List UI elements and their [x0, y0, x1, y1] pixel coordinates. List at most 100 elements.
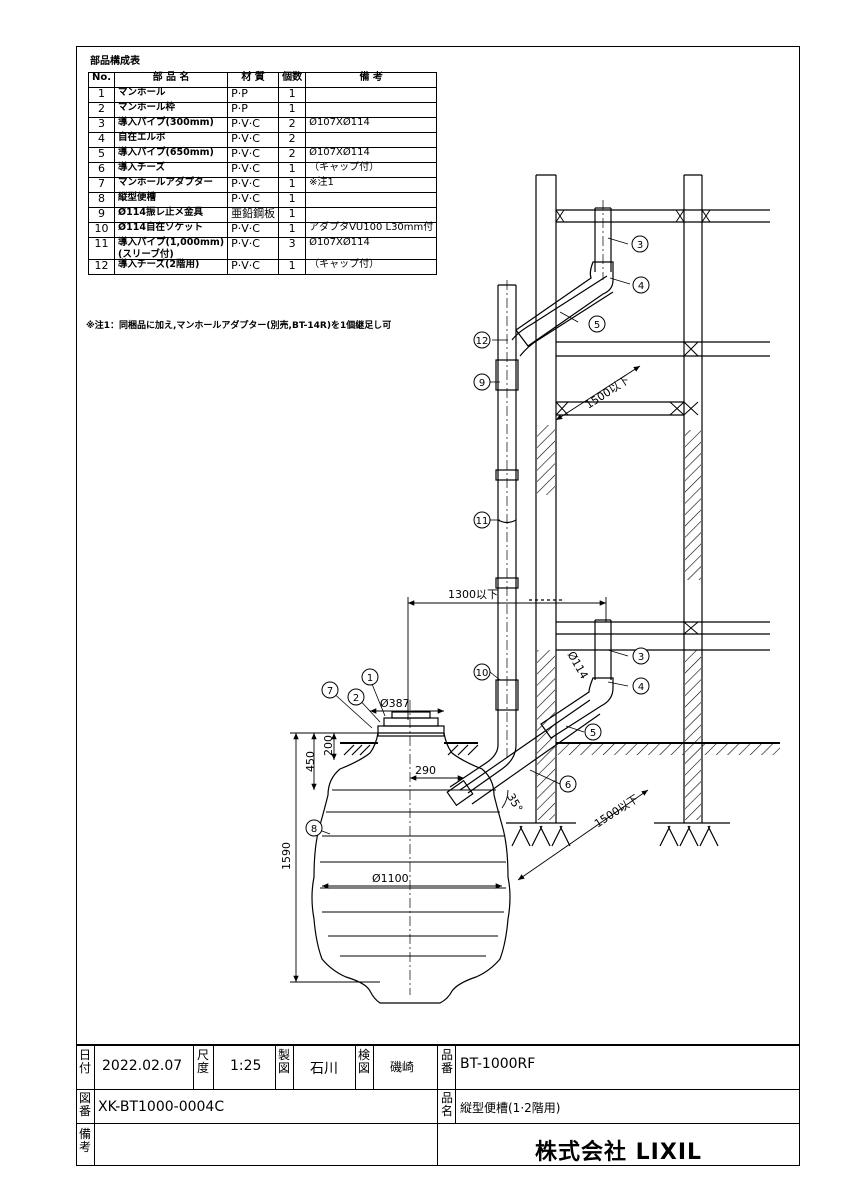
balloon-circle [347, 688, 365, 706]
callout-balloon: 12 [473, 331, 491, 349]
dimension-texts: 1300以下 1500以下 1500以下 Ø387 Ø114 200 450 2… [280, 373, 641, 885]
callout-balloon: 5 [584, 723, 602, 741]
balloon-number: 10 [476, 668, 489, 679]
callout-balloon: 7 [321, 681, 339, 699]
callout-balloon: 4 [632, 276, 650, 294]
row-name: 導入チーズ(2階用) [114, 259, 229, 275]
balloon-number: 11 [476, 516, 489, 527]
drawn-value: 石川 [310, 1061, 338, 1077]
balloon-circle [473, 511, 491, 529]
balloon-number: 2 [353, 693, 359, 704]
callout-balloons: 12 7 3 4 5 12 9 8 10 11 3 4 5 6 [305, 235, 650, 837]
row-name-line: 導入パイプ(1,000mm) [118, 237, 225, 248]
dim-114: Ø114 [565, 649, 591, 681]
balloon-circle [632, 276, 650, 294]
product-name-value: 縦型便槽(1·2階用) [460, 1101, 561, 1115]
dim-450: 450 [304, 751, 317, 772]
dim-387: Ø387 [380, 697, 410, 710]
row-name-line: (スリーブ付) [118, 248, 174, 260]
balloon-number: 4 [638, 281, 644, 292]
callout-balloon: 1 [361, 668, 379, 686]
floor-beams [556, 209, 770, 651]
callout-balloon: 9 [473, 373, 491, 391]
drawing-no-value: XK-BT1000-0004C [98, 1099, 225, 1115]
scale-value: 1:25 [230, 1058, 262, 1074]
balloon-number: 4 [638, 682, 644, 693]
callout-balloon: 5 [588, 315, 606, 333]
balloon-number: 5 [590, 728, 596, 739]
parts-table-title: 部品構成表 [90, 56, 140, 67]
balloon-circle [473, 663, 491, 681]
date-label: 日付 [78, 1048, 91, 1075]
balloon-circle [584, 723, 602, 741]
installation-drawing: 1300以下 1500以下 1500以下 Ø387 Ø114 200 450 2… [280, 174, 780, 1004]
product-no-value: BT-1000RF [460, 1056, 536, 1072]
callout-balloon: 3 [632, 647, 650, 665]
dim-290: 290 [415, 764, 436, 777]
lower-inclined-pipe [446, 699, 601, 807]
drawing-no-label: 図番 [78, 1091, 91, 1118]
balloon-number: 3 [638, 652, 644, 663]
dim-1500-upper: 1500以下 [583, 373, 632, 411]
callout-balloon: 4 [632, 677, 650, 695]
building-column-left [529, 174, 563, 823]
row-note: （キャップ付） [305, 259, 438, 275]
drawn-label: 製図 [277, 1048, 290, 1075]
balloon-number: 8 [311, 824, 317, 835]
dim-1500-lower: 1500以下 [592, 792, 641, 830]
upper-drop-pipe [515, 200, 614, 347]
row-no: 12 [87, 259, 116, 275]
balloon-circle [632, 677, 650, 695]
parts-footnote: ※注1：同梱品に加え,マンホールアダプター(別売,BT-14R)を1個継足し可 [86, 321, 392, 331]
callout-balloon: 3 [631, 235, 649, 253]
row-name: 縦型便槽 [114, 192, 229, 208]
balloon-number: 7 [327, 686, 333, 697]
row-no: 10 [87, 222, 116, 238]
remarks-label: 備考 [78, 1127, 91, 1154]
dim-1100: Ø1100 [372, 872, 409, 885]
balloon-number: 5 [594, 320, 600, 331]
sheet-border [76, 46, 800, 1166]
company-name: 株式会社 LIXIL [535, 1140, 703, 1165]
dimension-lines [290, 365, 649, 983]
ground-lines [340, 742, 780, 847]
balloon-circle [321, 681, 339, 699]
checked-value: 磯崎 [390, 1060, 415, 1074]
row-material: P·V·C [227, 259, 280, 275]
balloon-circle [588, 315, 606, 333]
balloon-number: 12 [476, 336, 489, 347]
checked-label: 検図 [357, 1048, 370, 1075]
balloon-number: 1 [367, 673, 373, 684]
balloon-number: 6 [565, 780, 571, 791]
balloon-circle [305, 819, 323, 837]
callout-balloon: 2 [347, 688, 365, 706]
callout-balloon: 10 [473, 663, 491, 681]
callout-balloon: 11 [473, 511, 491, 529]
lower-drop-pipe [540, 619, 614, 739]
septic-tank [311, 700, 511, 1004]
row-note: Ø107XØ114 [305, 237, 438, 260]
balloon-circle [473, 331, 491, 349]
balloon-circle [631, 235, 649, 253]
balloon-number: 3 [637, 240, 643, 251]
product-name-label: 品名 [440, 1091, 453, 1118]
balloon-circle [361, 668, 379, 686]
main-vertical-pipe [495, 280, 519, 760]
upper-inclined-pipe [511, 275, 614, 357]
dim-200: 200 [322, 735, 335, 756]
balloon-circle [632, 647, 650, 665]
balloon-circle [473, 373, 491, 391]
scale-label: 尺度 [196, 1048, 209, 1075]
product-no-label: 品番 [440, 1048, 453, 1075]
dim-1300: 1300以下 [448, 588, 498, 601]
callout-balloon: 8 [305, 819, 323, 837]
balloon-number: 9 [479, 378, 485, 389]
